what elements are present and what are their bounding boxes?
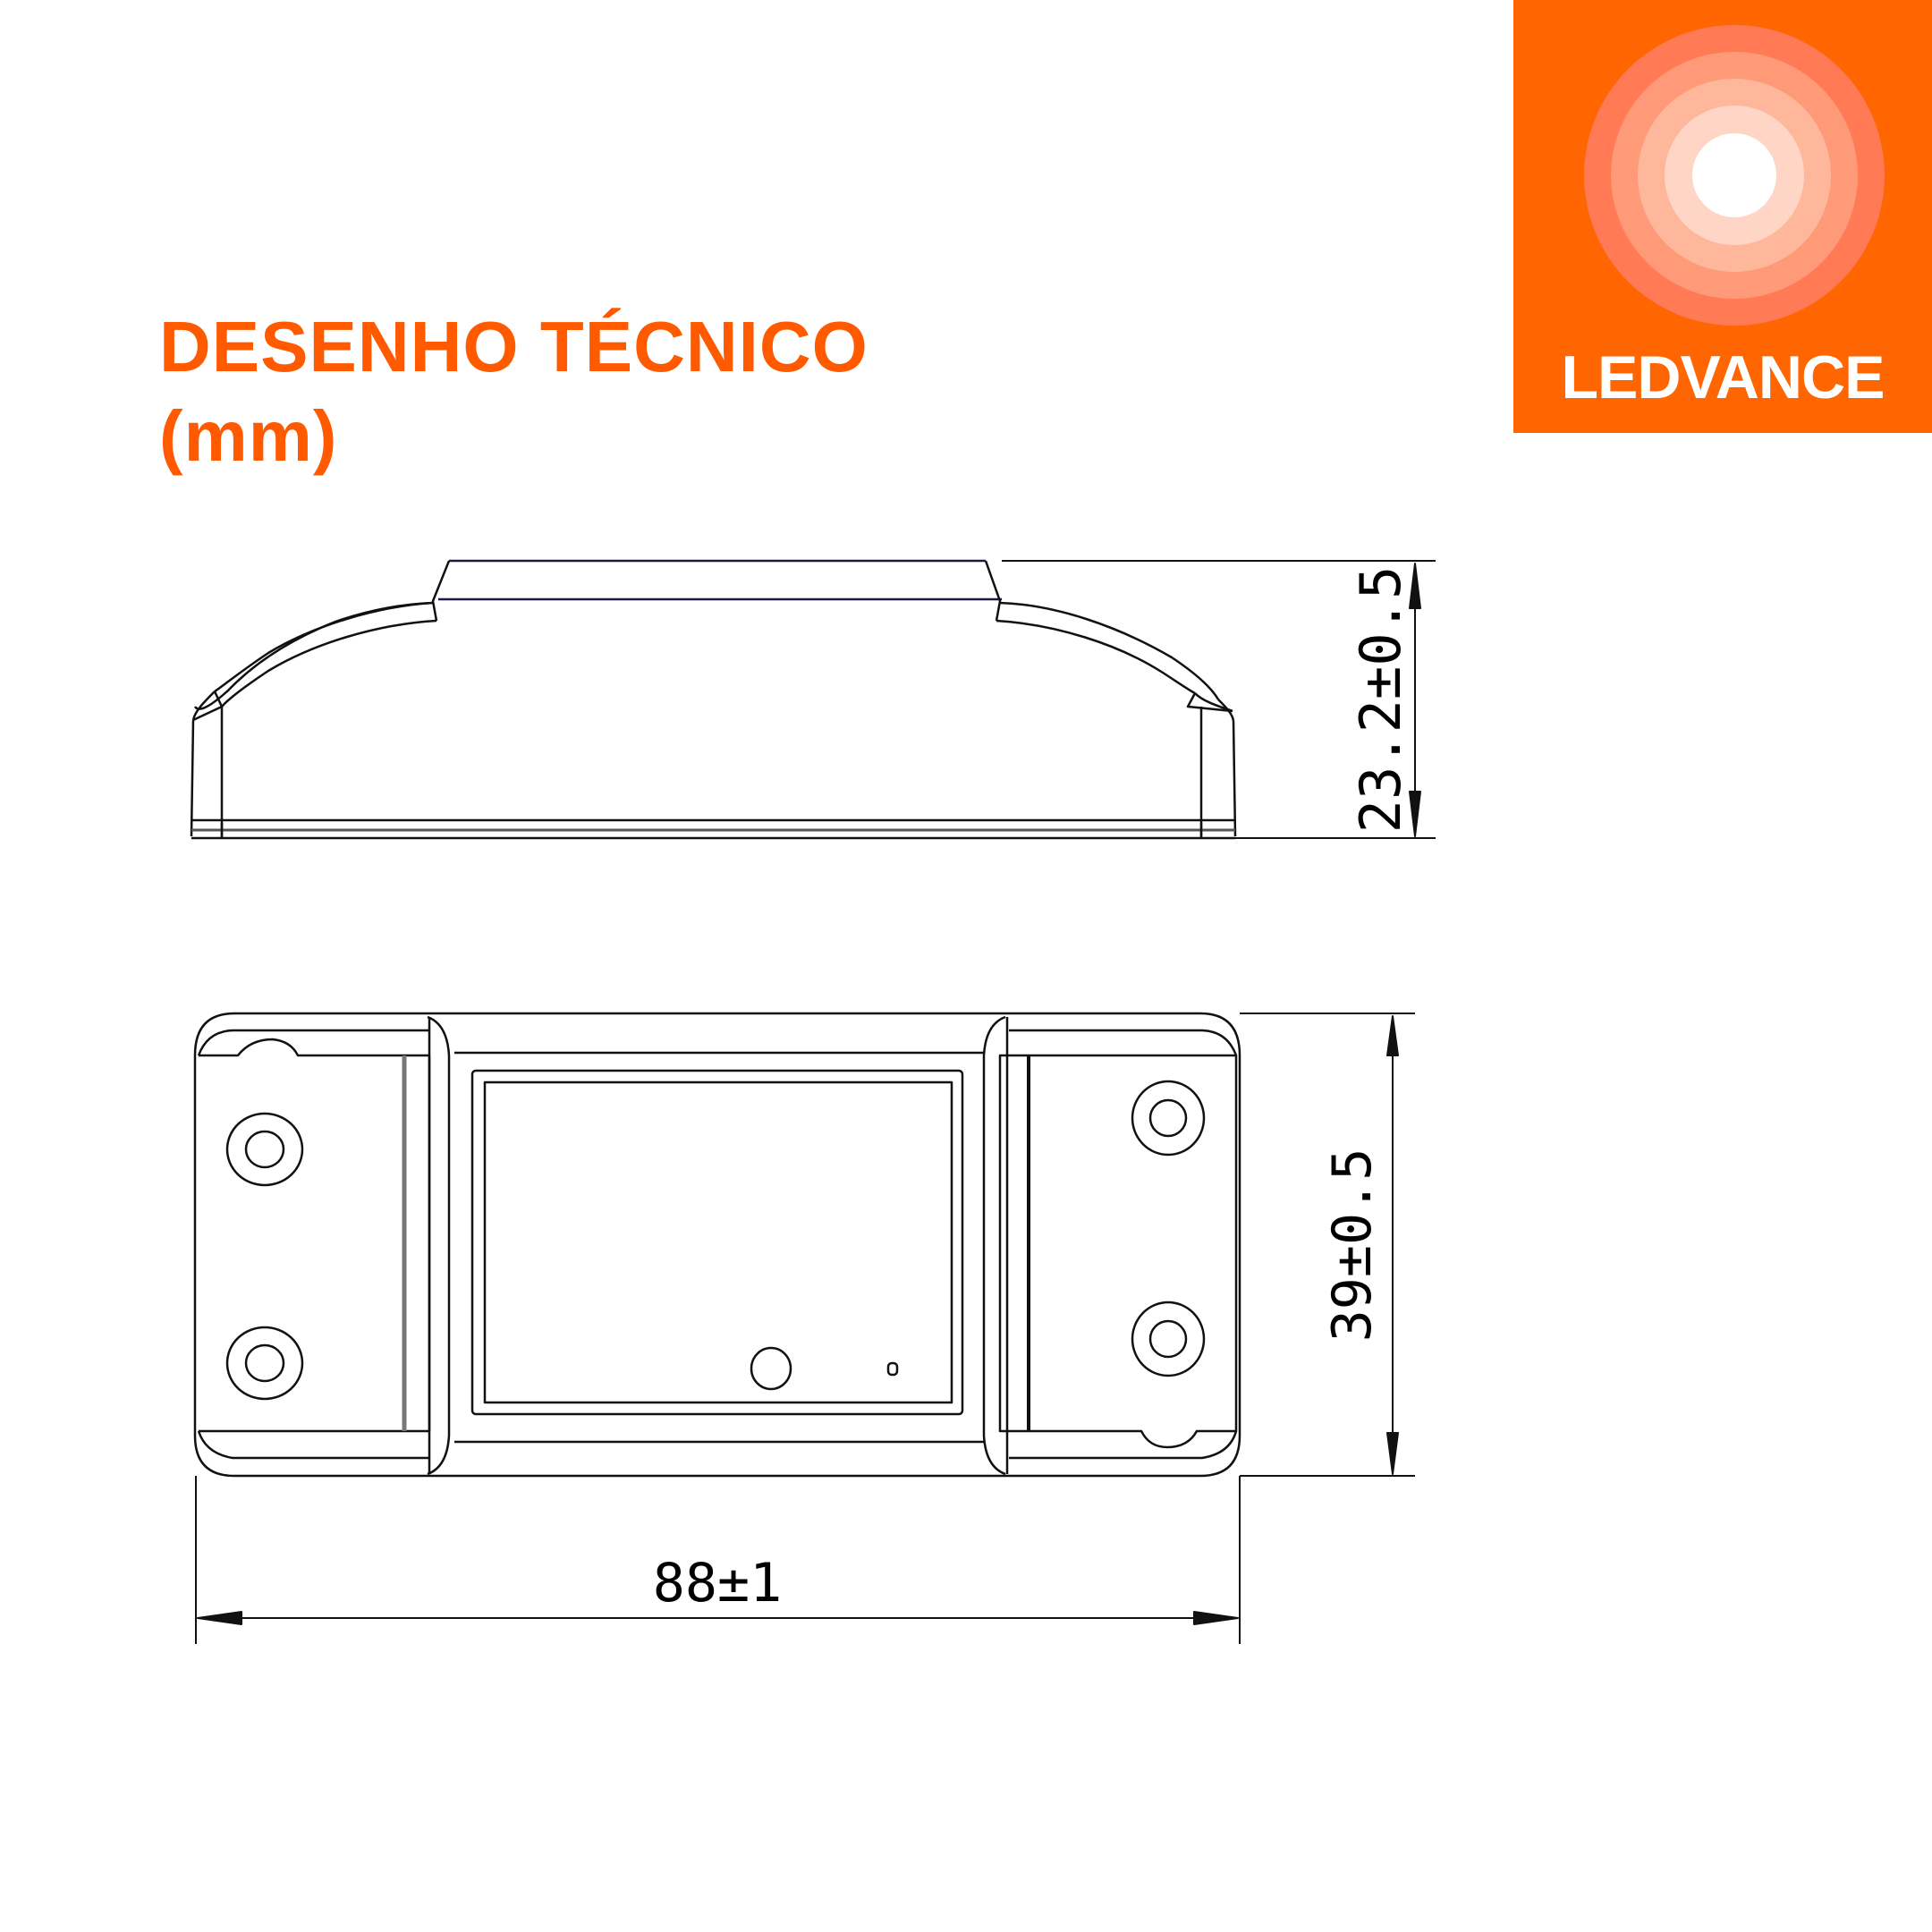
screw-hole-bottom-left	[225, 1326, 304, 1401]
indicator-led-icon	[750, 1346, 792, 1391]
screw-hole-top-right	[1131, 1080, 1206, 1157]
title-line-1: DESENHO TÉCNICO	[159, 307, 869, 386]
width-dimension	[1240, 1013, 1415, 1477]
page-title: DESENHO TÉCNICO (mm)	[159, 302, 869, 481]
screw-hole-top-left	[225, 1112, 304, 1187]
width-dimension-label: 39±0.5	[1321, 1148, 1384, 1343]
length-dimension-label: 88±1	[653, 1552, 783, 1614]
length-dimension	[195, 1476, 1241, 1644]
screw-holes	[225, 1080, 1206, 1401]
side-view	[190, 559, 1237, 840]
title-units: (mm)	[159, 396, 338, 476]
screw-hole-bottom-right	[1131, 1301, 1206, 1377]
top-view	[193, 1012, 1241, 1478]
ledvance-logo: LEDVANCE	[1513, 0, 1932, 433]
height-dimension-label: 23.2±0.5	[1348, 566, 1413, 834]
sun-rings-icon	[1584, 25, 1885, 326]
height-dimension	[1002, 560, 1436, 839]
brand-name: LEDVANCE	[1561, 343, 1885, 411]
small-hole-icon	[886, 1361, 899, 1377]
